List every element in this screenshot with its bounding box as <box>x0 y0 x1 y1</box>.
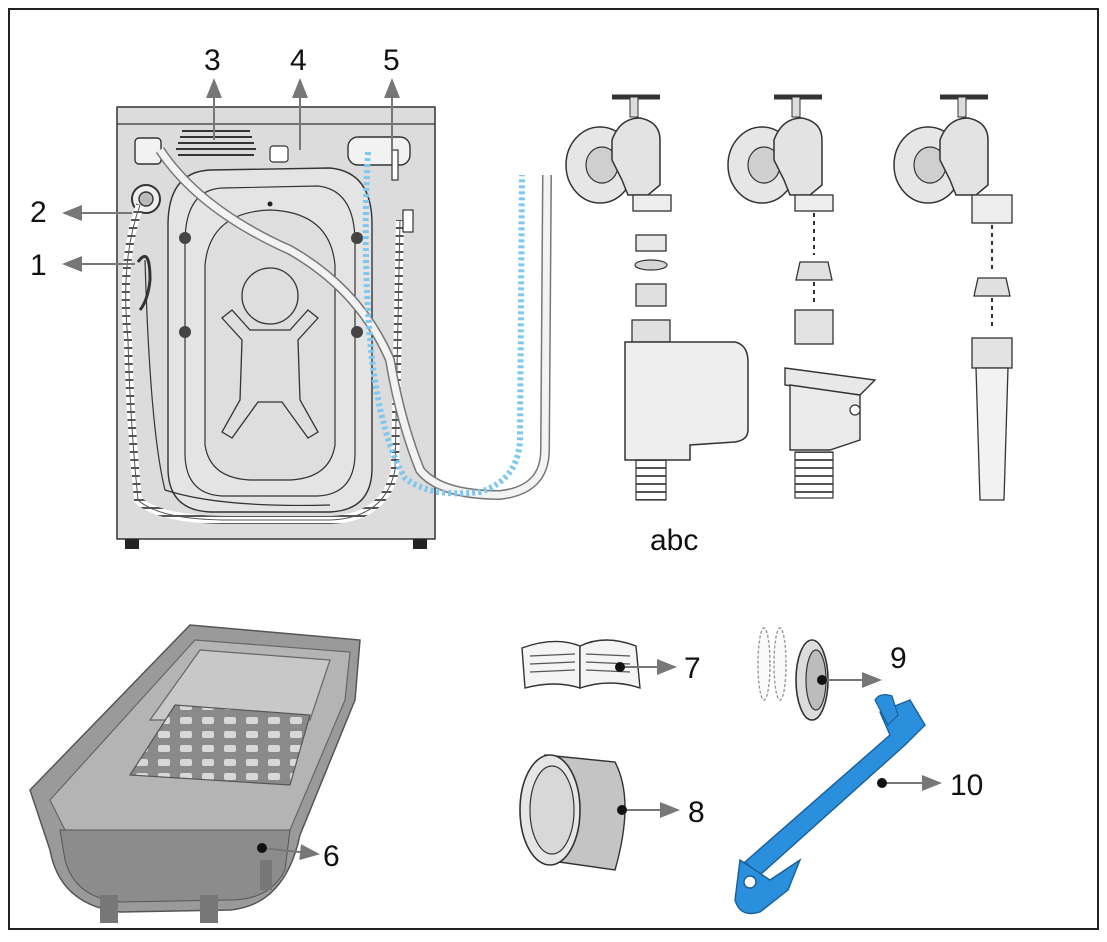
figure-border <box>8 8 1099 930</box>
callout-label-4: 4 <box>290 44 307 77</box>
callout-10-dot <box>877 778 887 788</box>
callout-8-dot <box>617 805 627 815</box>
callout-label-6: 6 <box>323 840 340 873</box>
callout-label-3: 3 <box>204 44 221 77</box>
callout-label-9: 9 <box>890 642 907 675</box>
callout-6-arrow <box>261 844 320 861</box>
drip-tray-icon <box>29 624 361 923</box>
callout-label-10: 10 <box>950 769 983 802</box>
callout-6-dot <box>257 843 267 853</box>
callout-9-dot <box>817 675 827 685</box>
tap-variants-caption: abc <box>650 524 698 557</box>
callout-label-2: 2 <box>30 196 47 229</box>
callout-7-dot <box>615 662 625 672</box>
tap-with-adapter-icon <box>565 94 749 501</box>
callout-label-7: 7 <box>684 652 701 685</box>
tap-with-hose-icon <box>893 94 1013 501</box>
tap-with-connector-icon <box>727 94 877 499</box>
spanner-icon <box>734 694 926 915</box>
rubber-washers-icon <box>757 627 829 721</box>
hose-cap-icon <box>519 754 626 871</box>
washing-machine-back-icon <box>116 106 552 549</box>
callout-label-5: 5 <box>383 44 400 77</box>
callout-label-1: 1 <box>30 249 47 282</box>
callout-label-8: 8 <box>688 796 705 829</box>
instruction-booklet-icon <box>521 639 641 690</box>
